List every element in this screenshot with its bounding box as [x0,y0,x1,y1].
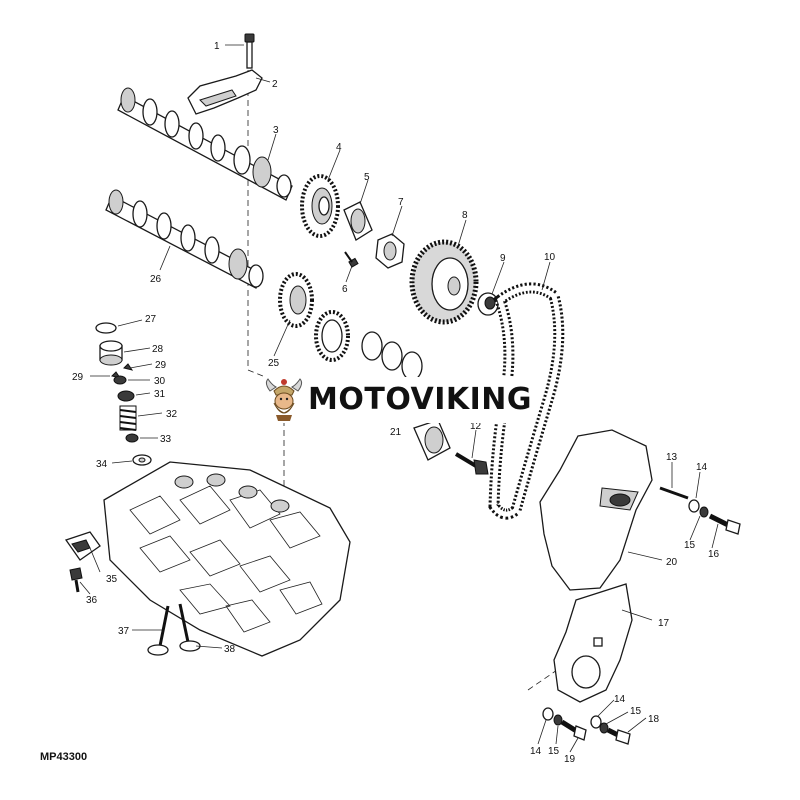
alignment-line-cam [247,60,269,379]
part-lower-cover-17 [553,583,633,703]
part-hub-5 [343,201,373,241]
callout-29b: 29 [155,360,167,371]
viking-mascot-icon [265,378,303,421]
callout-labels: 1 2 3 4 5 6 7 8 9 10 12 13 14 15 16 17 2… [72,41,720,765]
callout-36: 36 [86,595,98,606]
callout-15a: 15 [684,540,696,551]
callout-17: 17 [658,618,670,629]
callout-27: 27 [145,314,157,325]
alignment-line-cover [527,667,561,691]
callout-3: 3 [273,125,279,136]
callout-14c: 14 [530,746,542,757]
part-bolt-12 [454,452,489,475]
part-washer-14b [590,715,602,729]
part-camshaft-26 [105,189,264,289]
part-valve-37 [147,605,170,656]
callout-4: 4 [336,142,342,153]
callout-28: 28 [152,344,164,355]
part-gear-25 [278,272,314,328]
callout-29a: 29 [72,372,84,383]
part-snap-ring-b [381,341,403,371]
callout-34: 34 [96,459,108,470]
part-spring-32 [119,405,137,431]
callout-26: 26 [150,274,162,285]
callout-31: 31 [154,389,166,400]
part-washer-15b [599,722,609,734]
part-washer-15a [699,506,709,518]
callout-35: 35 [106,574,118,585]
part-pulley-8 [409,239,479,325]
callout-1: 1 [214,41,220,52]
callout-15c: 15 [548,746,560,757]
callout-14a: 14 [696,462,708,473]
callout-9: 9 [500,253,506,264]
part-snap-ring-c [401,351,423,381]
callout-13: 13 [666,452,678,463]
callout-12: 12 [470,421,482,432]
callout-2: 2 [272,79,278,90]
callout-33: 33 [160,434,172,445]
part-snap-ring-a [361,331,383,361]
part-retainer-30 [113,375,127,385]
part-washer-14a [688,499,700,513]
part-tappet-28 [99,340,123,366]
part-seal-31 [117,390,135,402]
brand-banner: MOTOVIKING [262,377,533,423]
callout-15b: 15 [630,706,642,717]
part-seat-33 [125,433,139,443]
part-camshaft-3 [117,87,293,201]
part-gear-4 [300,174,340,238]
callout-8: 8 [462,210,468,221]
diagram-code: MP43300 [40,751,88,763]
callout-20: 20 [666,557,678,568]
part-bolt-1 [244,33,255,69]
callout-14b: 14 [614,694,626,705]
part-bolt-16 [708,513,741,535]
part-sensor-35 [64,531,101,561]
part-tensioner-21 [413,419,451,461]
callout-32: 32 [166,409,178,420]
callout-7: 7 [398,197,404,208]
callout-30: 30 [154,376,166,387]
callout-25: 25 [268,358,280,369]
part-washer-15c [553,714,563,726]
part-bolt-18 [606,727,631,745]
part-bolt-36 [69,567,83,593]
part-bolt-9 [477,292,499,316]
callout-5: 5 [364,172,370,183]
part-bolt-19 [560,719,587,741]
callout-16: 16 [708,549,720,560]
part-bolt-6 [344,251,359,268]
part-cylinder-head [103,461,351,657]
part-ring-gear [314,310,350,362]
part-shim-27 [95,322,117,334]
part-pin-13 [659,486,689,500]
part-keeper-29b [123,363,134,371]
callout-19: 19 [564,754,576,765]
callout-10: 10 [544,252,556,263]
callout-38: 38 [224,644,236,655]
callout-18: 18 [648,714,660,725]
part-upper-cover-20 [539,429,653,591]
brand-name: MOTOVIKING [308,382,533,417]
callout-21: 21 [390,427,402,438]
part-washer-14c [542,707,554,721]
leader-lines [79,44,719,753]
callout-37: 37 [118,626,130,637]
callout-6: 6 [342,284,348,295]
